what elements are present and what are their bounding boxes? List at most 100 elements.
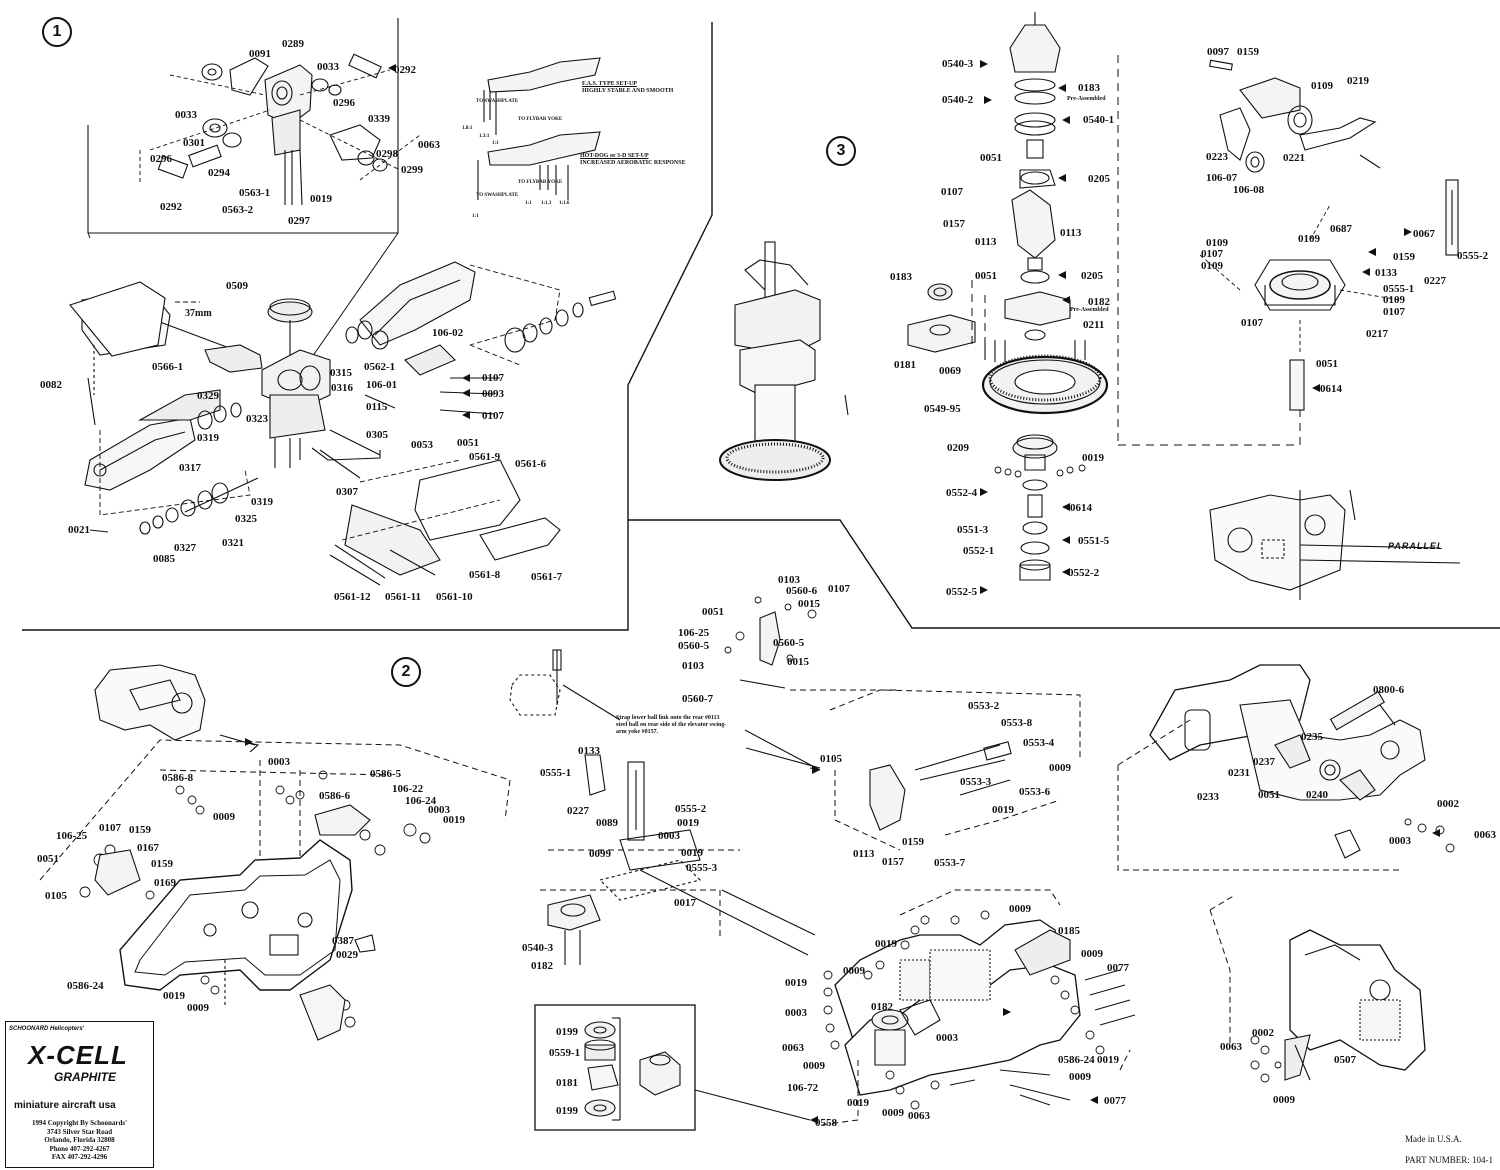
part-label: 0063 <box>1220 1041 1242 1053</box>
part-label: 0560-5 <box>678 640 710 652</box>
part-label: 0099 <box>589 848 611 860</box>
part-label: 106-72 <box>787 1082 819 1094</box>
part-label: 0292 <box>160 201 182 213</box>
part-label: 0113 <box>975 236 997 248</box>
part-label: 0183 <box>890 271 912 283</box>
part-label: 0296 <box>150 153 172 165</box>
part-label: 0019 <box>875 938 897 950</box>
part-label: 0233 <box>1197 791 1219 803</box>
part-label: 0003 <box>1389 835 1411 847</box>
part-label: 0015 <box>798 598 820 610</box>
part-label: 0687 <box>1330 223 1352 235</box>
part-label: 0159 <box>1237 46 1259 58</box>
section-number-1: 1 <box>42 17 72 47</box>
part-label: 0019 <box>1082 452 1104 464</box>
part-label: 0339 <box>368 113 390 125</box>
part-label: 0109 <box>1206 237 1228 249</box>
part-label: 0063 <box>418 139 440 151</box>
part-label: 0561-9 <box>469 451 501 463</box>
part-label: 0566-1 <box>152 361 184 373</box>
part-label: 0555-2 <box>1457 250 1489 262</box>
part-label: 0051 <box>457 437 479 449</box>
part-label: 0009 <box>213 811 235 823</box>
part-label: 0113 <box>1060 227 1082 239</box>
part-label: 0019 <box>785 977 807 989</box>
part-label: 0093 <box>482 388 504 400</box>
part-label: 0009 <box>843 965 865 977</box>
part-label: 0063 <box>908 1110 930 1122</box>
part-label: 0109 <box>1298 233 1320 245</box>
part-label: 0614 <box>1070 502 1092 514</box>
part-label: 0051 <box>37 853 59 865</box>
part-label: 0103 <box>682 660 704 672</box>
part-label: 106-02 <box>432 327 464 339</box>
part-label: 0097 <box>1207 46 1229 58</box>
part-label: 0387 <box>332 935 354 947</box>
part-label: 0133 <box>578 745 600 757</box>
part-label: 0167 <box>137 842 159 854</box>
part-label: 0107 <box>1241 317 1263 329</box>
part-label: 0586-8 <box>162 772 194 784</box>
part-label: 0113 <box>853 848 875 860</box>
part-label: 0227 <box>567 805 589 817</box>
part-label: 0240 <box>1306 789 1328 801</box>
part-label: 0053 <box>411 439 433 451</box>
label-to-flybar-yoke-1: TO FLYBAR YOKE <box>518 117 563 122</box>
part-label: 0107 <box>1383 306 1405 318</box>
part-label: 0159 <box>151 858 173 870</box>
section-number-3: 3 <box>826 136 856 166</box>
part-label: 0329 <box>197 390 219 402</box>
part-label: 0321 <box>222 537 244 549</box>
pre-assembled-note-1: Pre-Assembled <box>1067 96 1106 102</box>
part-label: 0559-1 <box>549 1047 581 1059</box>
part-label: 0209 <box>947 442 969 454</box>
hotdog-setup-title: HOT-DOG or 3-D SET-UP <box>580 153 649 159</box>
part-label: 0159 <box>129 824 151 836</box>
label-ratio-1-8: 1.8:1 <box>462 126 473 131</box>
part-label: 0003 <box>268 756 290 768</box>
part-label: 106-25 <box>56 830 88 842</box>
part-label: 0009 <box>1081 948 1103 960</box>
part-label: 0199 <box>556 1026 578 1038</box>
part-label: 0003 <box>658 830 680 842</box>
part-label: 0551-3 <box>957 524 989 536</box>
part-label: 0003 <box>936 1032 958 1044</box>
part-label: 0217 <box>1366 328 1388 340</box>
part-label: 0586-24 <box>1058 1054 1095 1066</box>
part-label: 0017 <box>674 897 696 909</box>
part-label: 0553-8 <box>1001 717 1033 729</box>
part-label: 0316 <box>331 382 353 394</box>
part-label: 0552-2 <box>1068 567 1100 579</box>
part-label: 0237 <box>1253 756 1275 768</box>
part-label: 0555-1 <box>1383 283 1415 295</box>
label-ratio-1-1-b: 1:1 <box>525 201 532 206</box>
part-label: 0019 <box>677 817 699 829</box>
part-label: 0185 <box>1058 925 1080 937</box>
divider-section2-section3 <box>628 519 1500 629</box>
part-label: 0323 <box>246 413 268 425</box>
part-label: 0509 <box>226 280 248 292</box>
part-label: 0051 <box>1316 358 1338 370</box>
part-label: 0205 <box>1088 173 1110 185</box>
part-label: 0181 <box>556 1077 578 1089</box>
brand-company: miniature aircraft usa <box>14 1100 116 1111</box>
part-label: 0033 <box>317 61 339 73</box>
label-to-swashplate-2: TO SWASHPLATE <box>476 193 519 198</box>
part-label: 0561-12 <box>334 591 371 603</box>
part-label: 0555-1 <box>540 767 572 779</box>
part-label: 0561-8 <box>469 569 501 581</box>
part-label: 0063 <box>1474 829 1496 841</box>
part-label: 0103 <box>778 574 800 586</box>
part-label: 0205 <box>1081 270 1103 282</box>
part-label: 0157 <box>882 856 904 868</box>
brand-variant: GRAPHITE <box>54 1070 117 1084</box>
part-label: 0223 <box>1206 151 1228 163</box>
part-label: 0033 <box>175 109 197 121</box>
part-label: 0221 <box>1283 152 1305 164</box>
part-label: 0089 <box>596 817 618 829</box>
part-label: 0003 <box>785 1007 807 1019</box>
part-label: 0019 <box>992 804 1014 816</box>
strap-instruction-note: Strap lower ball link onto the rear #011… <box>616 715 727 735</box>
part-label: 0107 <box>1201 248 1223 260</box>
